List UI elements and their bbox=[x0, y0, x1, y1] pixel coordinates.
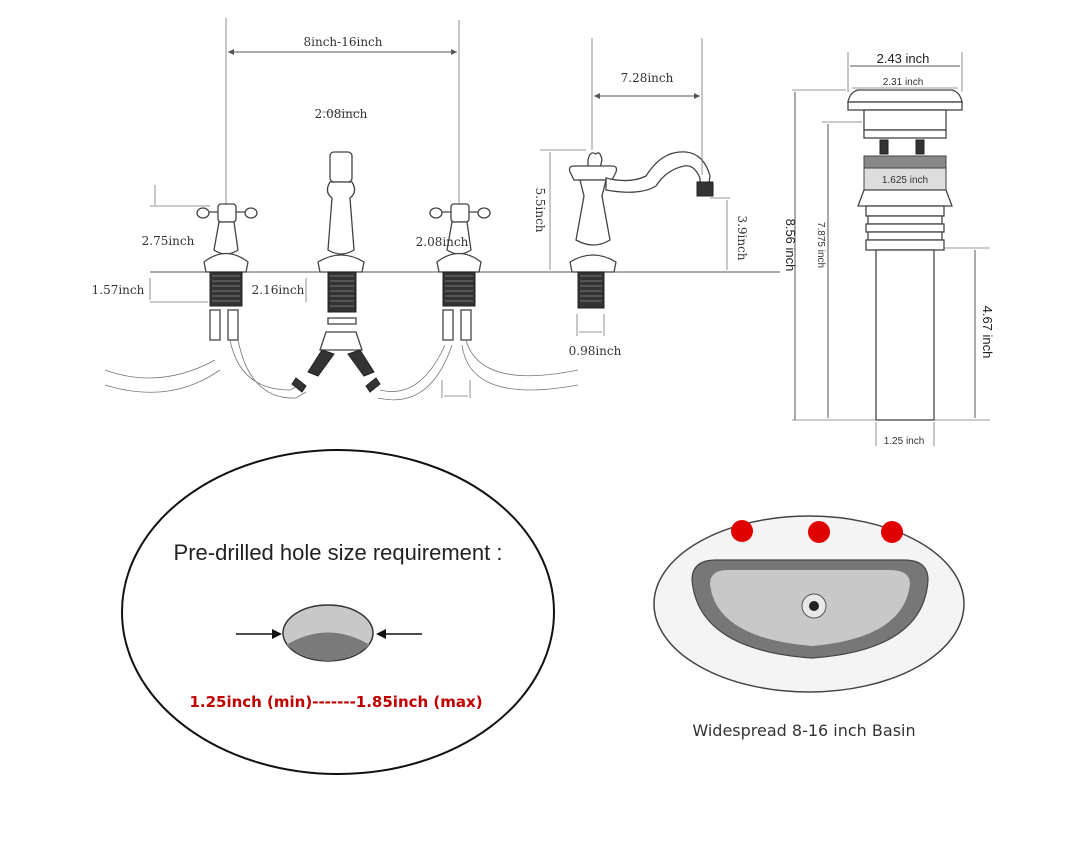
band-label: 1.625 inch bbox=[882, 175, 928, 186]
spout-width-label: 2.08inch bbox=[315, 107, 368, 121]
inner-width-label: 2.31 inch bbox=[883, 77, 924, 88]
total-height-label: 8.56 inch bbox=[783, 219, 798, 272]
arrow-right-icon bbox=[272, 629, 282, 639]
outlet-height-label: 3.9inch bbox=[735, 215, 749, 260]
left-handle bbox=[196, 203, 258, 341]
tail-height-label: 4.67 inch bbox=[980, 306, 995, 359]
arrow-left-icon bbox=[376, 629, 386, 639]
hole-range-label: 1.25inch (min)-------1.85inch (max) bbox=[189, 693, 482, 711]
faucet-hole-left bbox=[731, 520, 753, 542]
reach-label: 7.28inch bbox=[621, 71, 674, 85]
height-label: 5.5inch bbox=[533, 187, 547, 232]
faucet-hole-right bbox=[881, 521, 903, 543]
tail-dia-label: 1.25 inch bbox=[884, 436, 925, 447]
spread-label: 8inch-16inch bbox=[304, 35, 383, 49]
right-handle bbox=[429, 203, 491, 341]
top-width-label: 2.43 inch bbox=[877, 51, 930, 66]
center-spout bbox=[307, 151, 375, 377]
faucet-set-drawing: 8inch-16inch 2.08inch bbox=[92, 18, 780, 401]
hole-title: Pre-drilled hole size requirement : bbox=[174, 540, 503, 565]
basin-caption: Widespread 8-16 inch Basin bbox=[692, 721, 915, 740]
handle-width-label: 2.08inch bbox=[416, 235, 469, 249]
body-height-label: 7.875 inch bbox=[815, 222, 826, 268]
shank-dia-label: 0.98inch bbox=[569, 344, 622, 358]
supply-hoses bbox=[104, 339, 579, 401]
popup-drain-drawing: 1.625 inch 2.43 inch 2.31 inch 8.56 inch… bbox=[783, 51, 995, 447]
spout-shank-label: 2.16inch bbox=[252, 283, 305, 297]
shank-height-label: 1.57inch bbox=[92, 283, 145, 297]
handle-height-label: 2.75inch bbox=[142, 234, 195, 248]
basin-panel: Widespread 8-16 inch Basin bbox=[653, 515, 965, 740]
single-hole-faucet bbox=[568, 151, 714, 309]
hole-requirement-panel: Pre-drilled hole size requirement : 1.25… bbox=[121, 449, 555, 775]
faucet-hole-center bbox=[808, 521, 830, 543]
